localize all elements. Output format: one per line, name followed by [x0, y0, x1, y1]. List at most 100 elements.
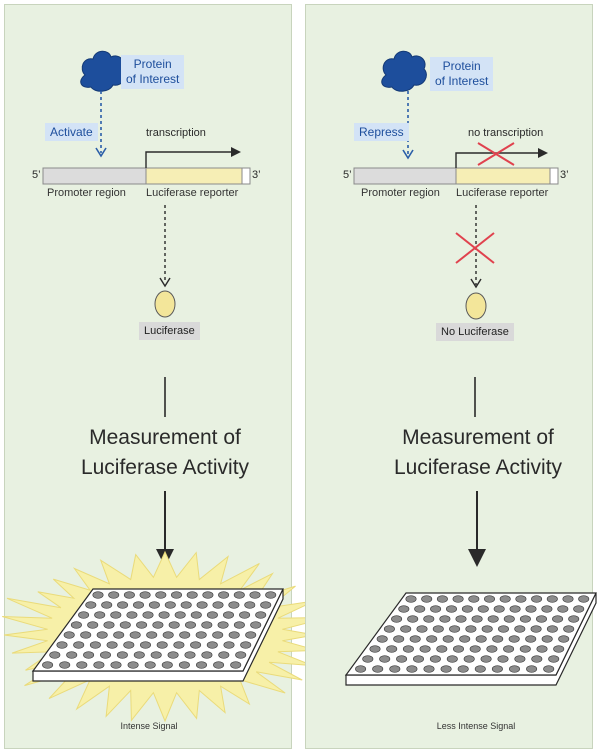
well [110, 611, 122, 619]
protein-blob-icon [80, 50, 126, 92]
well [168, 621, 180, 629]
well [442, 635, 454, 643]
well [474, 665, 486, 673]
activation-panel: Protein of Interest Activate transcripti… [2, 4, 329, 749]
well [393, 635, 405, 643]
well [469, 645, 481, 653]
well [42, 661, 54, 669]
well [127, 661, 139, 669]
well [492, 635, 504, 643]
well [206, 641, 218, 649]
well [519, 615, 531, 623]
well [212, 631, 224, 639]
well [158, 611, 170, 619]
less-intense-signal-label: Less Intense Signal [436, 721, 516, 731]
well [481, 625, 493, 633]
well [508, 635, 520, 643]
well [414, 605, 426, 613]
well [383, 625, 395, 633]
well [173, 641, 185, 649]
well [49, 651, 61, 659]
well [89, 641, 101, 649]
well-plate-icon [31, 588, 284, 682]
well [514, 655, 526, 663]
luciferase-label: Luciferase [139, 322, 200, 340]
well [372, 665, 384, 673]
well [235, 651, 247, 659]
well [184, 651, 196, 659]
well [525, 605, 537, 613]
well [439, 615, 451, 623]
protein-of-interest-label: Protein of Interest [121, 55, 185, 89]
well [206, 611, 218, 619]
promoter-region-label: Promoter region [47, 187, 126, 199]
well [108, 591, 120, 599]
activation-diagram [2, 50, 329, 723]
blocked-transcription-arrow [455, 152, 540, 168]
well [161, 661, 173, 669]
well [63, 631, 75, 639]
well [449, 625, 461, 633]
well [110, 661, 122, 669]
activate-label: Activate [45, 123, 98, 141]
well [525, 635, 537, 643]
well [552, 615, 564, 623]
well [123, 641, 135, 649]
well [178, 661, 190, 669]
well [93, 661, 105, 669]
well [514, 625, 526, 633]
well [92, 591, 104, 599]
protein-of-interest-label: Protein of Interest [430, 57, 494, 91]
transcription-label: transcription [146, 127, 206, 139]
well [80, 631, 92, 639]
luciferase-protein-icon [465, 292, 487, 320]
well [553, 645, 565, 653]
well [503, 615, 515, 623]
well [76, 661, 88, 669]
well [531, 595, 543, 603]
well [558, 635, 570, 643]
well [419, 645, 431, 653]
well [152, 621, 164, 629]
well [83, 651, 95, 659]
well [423, 665, 435, 673]
well [223, 641, 235, 649]
well [244, 601, 256, 609]
repression-panel: Protein of Interest Repress no transcrip… [305, 4, 597, 749]
well [459, 635, 471, 643]
well [416, 625, 428, 633]
well [389, 665, 401, 673]
well [179, 631, 191, 639]
well [436, 645, 448, 653]
measurement-label: Measurement of Luciferase Activity [393, 426, 563, 479]
well [212, 601, 224, 609]
well [103, 621, 115, 629]
panel-divider [298, 0, 302, 753]
five-prime-label: 5’ [32, 169, 41, 181]
well [426, 635, 438, 643]
well [123, 591, 135, 599]
well [446, 605, 458, 613]
well [101, 601, 113, 609]
well [486, 645, 498, 653]
well [465, 625, 477, 633]
well [498, 625, 510, 633]
well [202, 591, 214, 599]
well [113, 631, 125, 639]
well [396, 655, 408, 663]
well [376, 635, 388, 643]
well [240, 641, 252, 649]
well [406, 665, 418, 673]
well [497, 655, 509, 663]
well [541, 605, 553, 613]
well-plate-icon [344, 592, 597, 686]
well [563, 625, 575, 633]
well [78, 611, 90, 619]
well [164, 601, 176, 609]
well [233, 621, 245, 629]
well [94, 611, 106, 619]
well [541, 635, 553, 643]
measurement-label: Measurement of Luciferase Activity [80, 426, 250, 479]
well [116, 651, 128, 659]
well [480, 655, 492, 663]
